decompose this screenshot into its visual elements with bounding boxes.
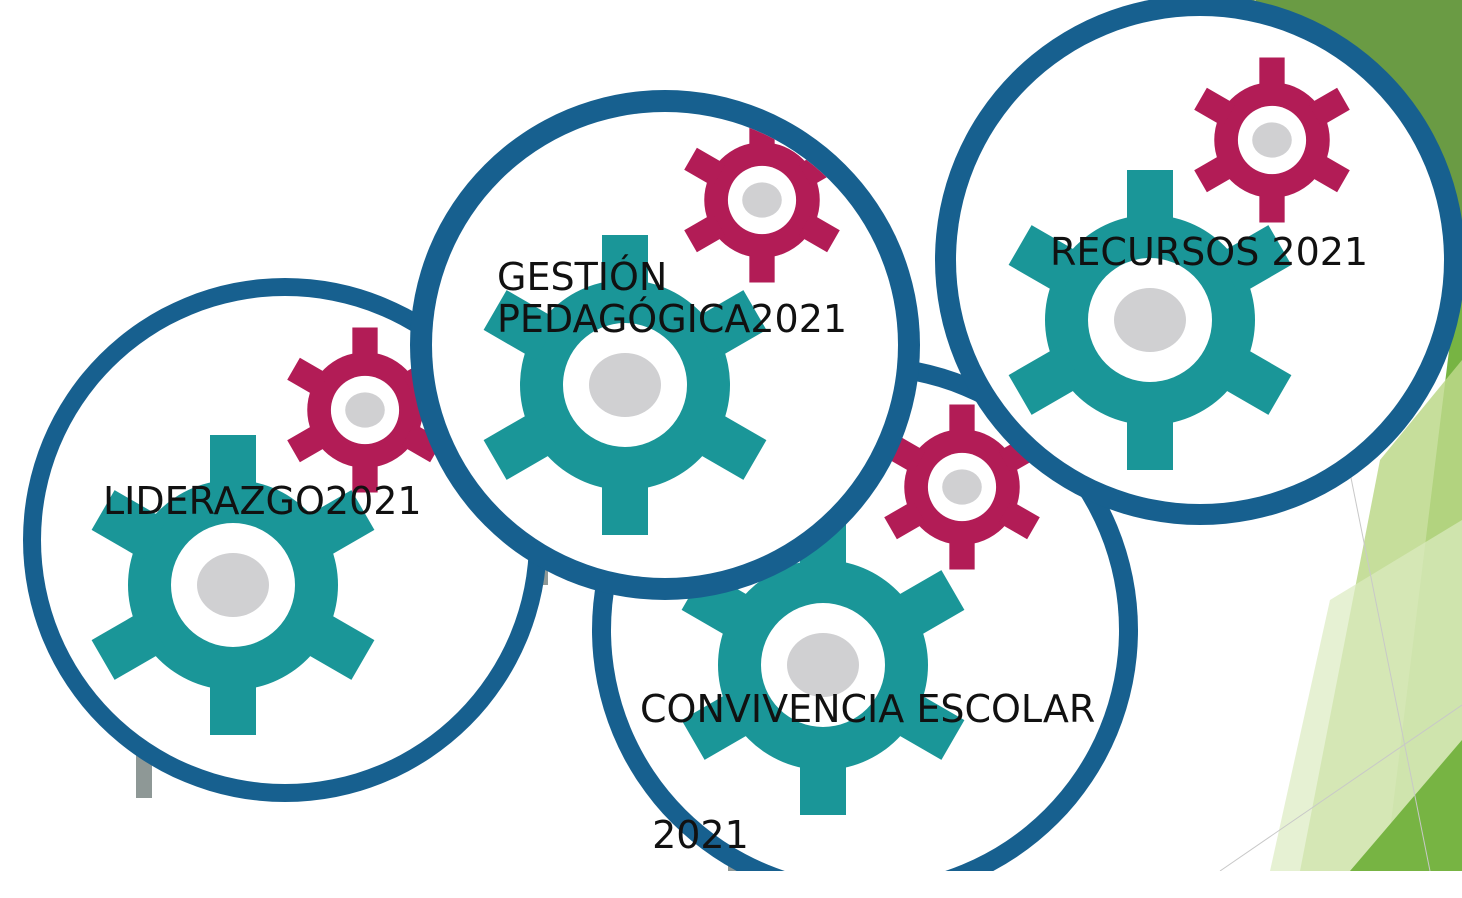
facet-pale	[1270, 520, 1462, 871]
small-gear-icon	[884, 404, 1040, 570]
gear-circle-gestion-pedagogica	[410, 90, 920, 600]
large-gear-icon	[483, 235, 767, 535]
label-gestion-pedagogica: GESTIÓN PEDAGÓGICA2021	[497, 256, 847, 340]
label-line: 2021	[640, 813, 749, 857]
slide-canvas	[23, 0, 1462, 871]
facet-line-2	[1219, 704, 1462, 871]
label-liderazgo: LIDERAZGO2021	[103, 480, 422, 522]
label-line: GESTIÓN	[497, 255, 668, 299]
label-line: PEDAGÓGICA2021	[497, 297, 848, 341]
large-gear-icon	[1008, 170, 1292, 470]
small-gear-icon	[1194, 57, 1350, 223]
facet-bright	[1350, 740, 1462, 871]
gear-circle-recursos	[935, 0, 1462, 525]
large-gear-icon	[681, 515, 965, 815]
label-convivencia-escolar: CONVIVENCIA ESCOLAR 2021	[640, 604, 1095, 898]
label-recursos: RECURSOS 2021	[1050, 231, 1368, 273]
label-line: LIDERAZGO2021	[103, 479, 422, 523]
label-line: RECURSOS 2021	[1050, 230, 1369, 274]
label-line: CONVIVENCIA ESCOLAR	[640, 687, 1096, 731]
large-gear-icon	[91, 435, 375, 735]
gear-circle-liderazgo	[23, 278, 547, 802]
